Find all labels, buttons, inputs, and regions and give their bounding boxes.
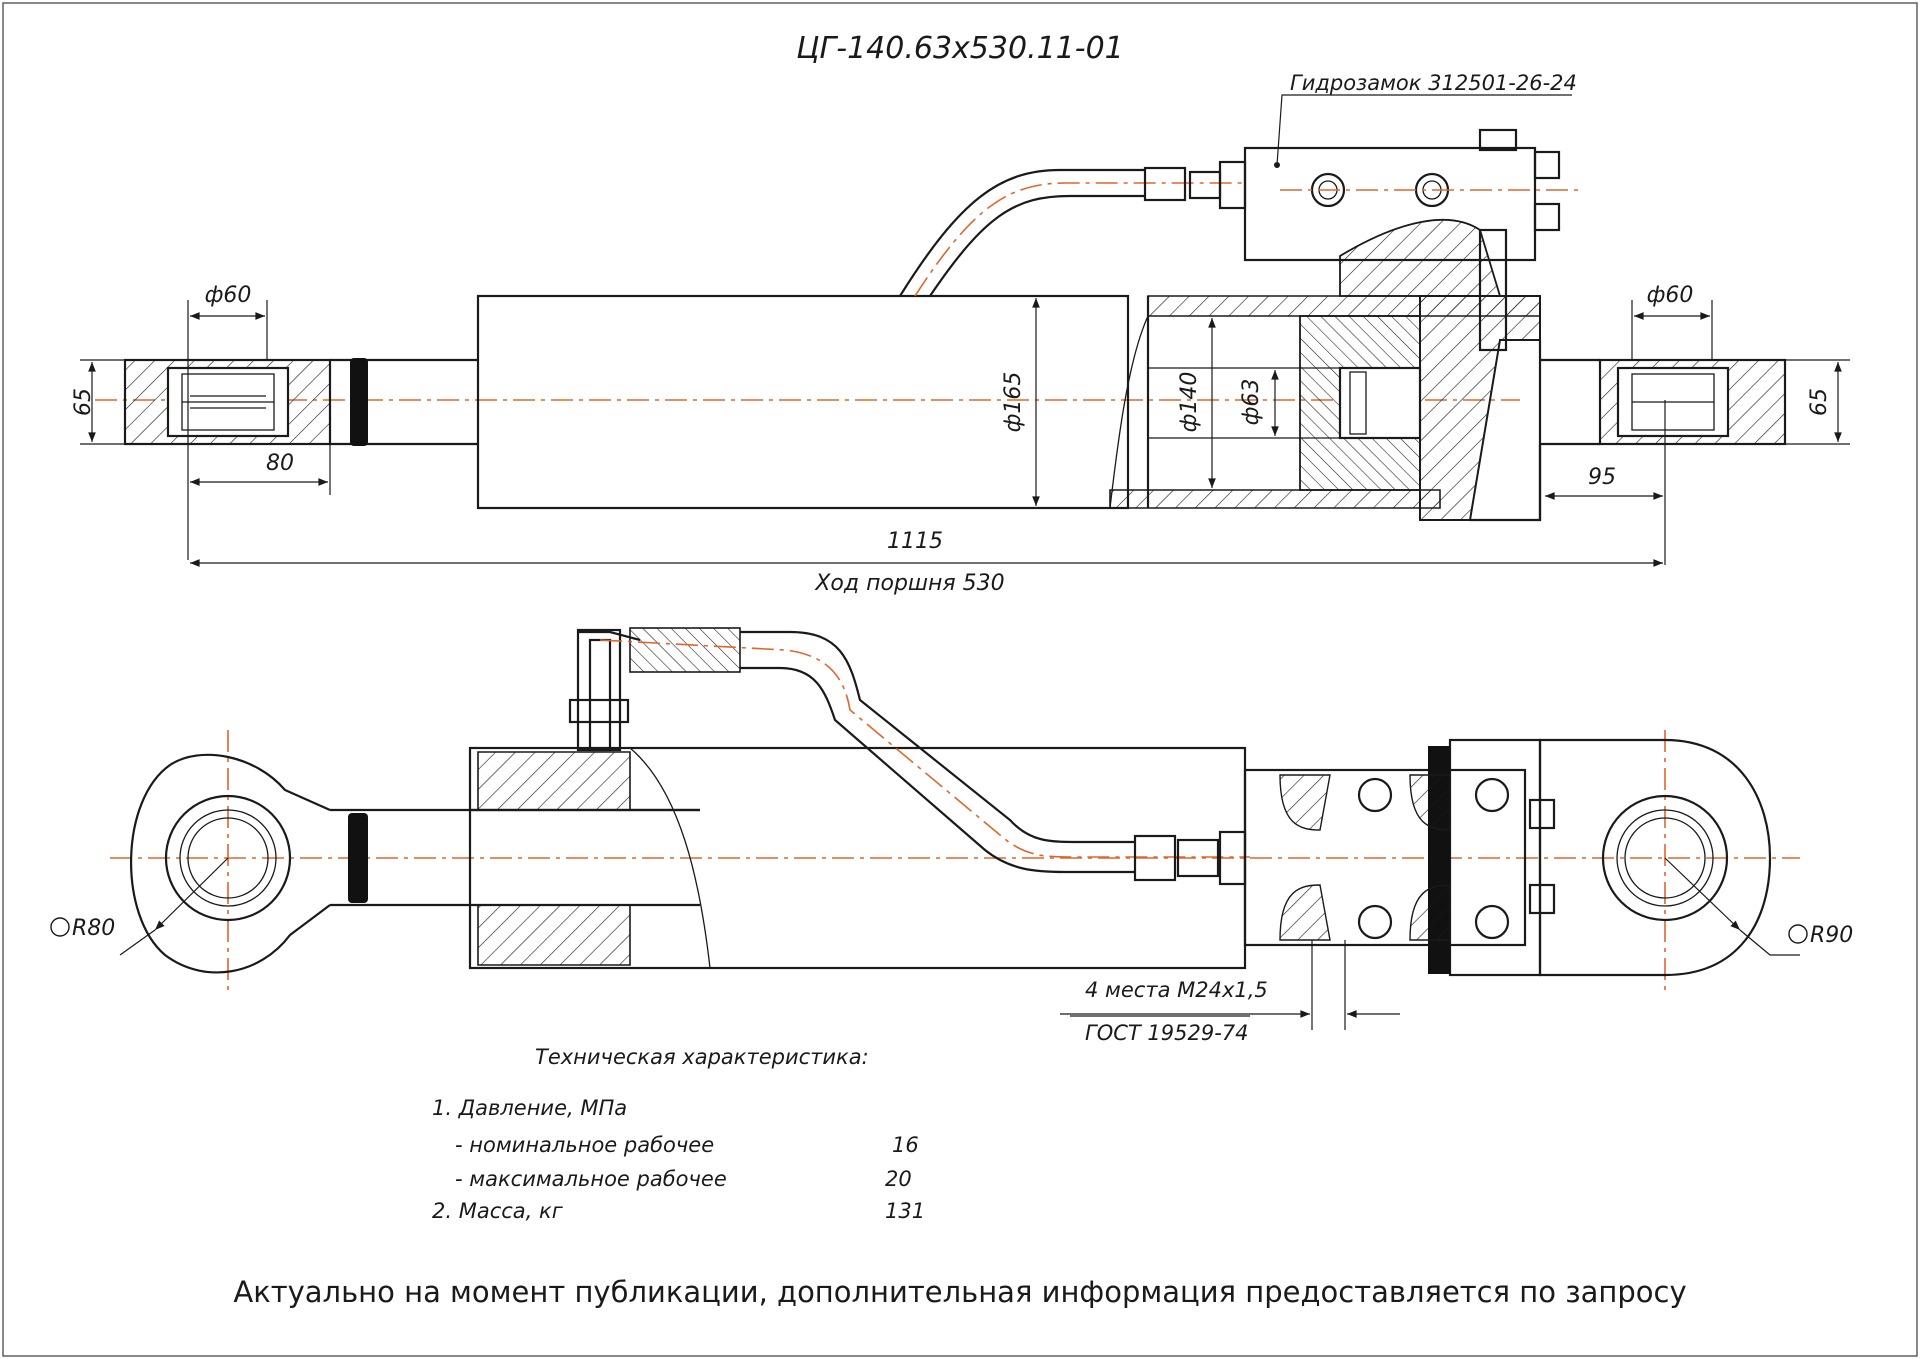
dim-d63: ф63 (1239, 379, 1264, 426)
hydraulic-pipe-bottom (740, 630, 1135, 844)
footer-note: Актуально на момент публикации, дополнит… (233, 1275, 1686, 1309)
valve-block-bottom (1243, 768, 1527, 947)
dim-d165: ф165 (1001, 372, 1026, 433)
dim-d60-left: ф60 (205, 283, 252, 308)
drawing-title: ЦГ-140.63х530.11-01 (796, 31, 1124, 66)
spec-row-3-label: - максимальное рабочее (455, 1167, 727, 1191)
pipe-hose-bottom (629, 627, 741, 673)
bottom-cap (1419, 295, 1541, 521)
right-eye-bottom (1538, 738, 1772, 977)
port-label-2: ГОСТ 19529-74 (1085, 1021, 1249, 1045)
dim-r90: R90 (1810, 923, 1853, 948)
stroke-label: Ход поршня 530 (814, 571, 1004, 596)
spec-row-4-value: 131 (885, 1199, 925, 1223)
dim-65-left: 65 (71, 388, 96, 416)
gland-section (477, 751, 631, 811)
top-view (80, 94, 1850, 567)
hydraulic-pipe-top (899, 168, 1145, 297)
port-label-1: 4 места М24х1,5 (1085, 978, 1268, 1002)
dim-95: 95 (1588, 465, 1616, 490)
specs-heading: Техническая характеристика: (535, 1045, 869, 1069)
bottom-view (110, 627, 1800, 1030)
valve-label: Гидрозамок 312501-26-24 (1290, 71, 1577, 95)
left-eye-bottom (130, 753, 331, 974)
dim-r80: R80 (72, 916, 115, 941)
dim-1115: 1115 (887, 529, 943, 554)
barrel-wall-bottom (1109, 489, 1441, 509)
spec-row-2-label: - номинальное рабочее (455, 1133, 714, 1157)
dim-65-right: 65 (1807, 388, 1832, 416)
dim-80: 80 (266, 451, 294, 476)
spec-row-2-value: 16 (892, 1133, 919, 1157)
valve-mount-section (1339, 219, 1502, 297)
dim-d60-right: ф60 (1647, 283, 1694, 308)
rod-wiper-ring (350, 358, 368, 446)
cylinder-barrel (476, 294, 1130, 510)
spec-row-3-value: 20 (885, 1167, 912, 1191)
dim-d140: ф140 (1177, 372, 1202, 433)
spec-row-4-label: 2. Масса, кг (432, 1199, 564, 1223)
spec-row-1-label: 1. Давление, МПа (432, 1096, 627, 1120)
